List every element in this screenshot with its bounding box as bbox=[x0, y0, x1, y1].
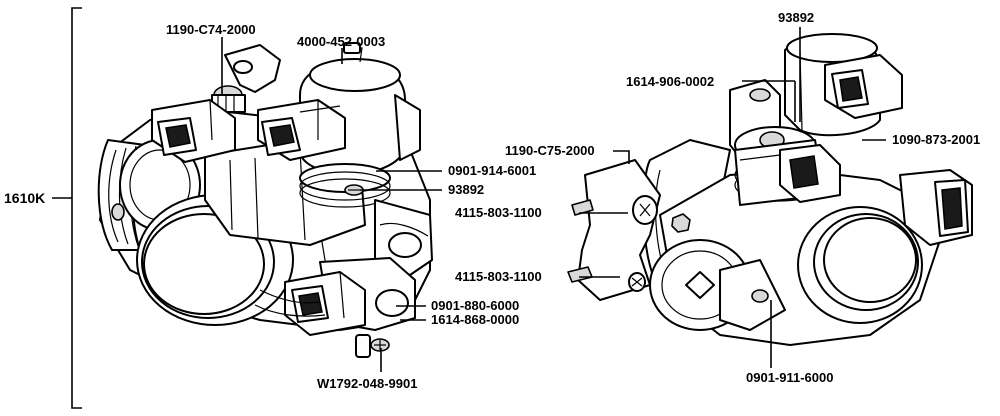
callout-4115-803-1100-a: 4115-803-1100 bbox=[455, 205, 542, 220]
callout-labels-left: 1190-C74-2000 4000-452-0003 0901-914-600… bbox=[166, 22, 536, 391]
left-throttle-body-illustration bbox=[97, 42, 433, 358]
mid-connector-illustration bbox=[779, 144, 841, 203]
leader-c11 bbox=[613, 150, 630, 164]
side-connector-illustration bbox=[899, 169, 973, 246]
assembly-part-number: 1610K bbox=[4, 190, 45, 206]
callout-4115-803-1100-b: 4115-803-1100 bbox=[455, 269, 542, 284]
callout-93892-right: 93892 bbox=[778, 10, 814, 25]
top-bracket-illustration bbox=[211, 44, 281, 113]
callout-4000-452-0003: 4000-452-0003 bbox=[297, 34, 385, 49]
callout-1614-906-0002: 1614-906-0002 bbox=[626, 74, 714, 89]
callout-1090-873-2001: 1090-873-2001 bbox=[892, 132, 980, 147]
right-throttle-body-illustration bbox=[567, 33, 973, 346]
callout-0901-914-6001: 0901-914-6001 bbox=[448, 163, 536, 178]
callout-0901-911-6000: 0901-911-6000 bbox=[746, 370, 833, 385]
callout-1190-c75-2000: 1190-C75-2000 bbox=[505, 143, 595, 158]
callout-0901-880-6000: 0901-880-6000 bbox=[431, 298, 519, 313]
callout-labels-right: 93892 1614-906-0002 1090-873-2001 1190-C… bbox=[455, 10, 980, 385]
callout-1190-c74-2000: 1190-C74-2000 bbox=[166, 22, 256, 37]
callout-93892-left: 93892 bbox=[448, 182, 484, 197]
callout-1614-868-0000: 1614-868-0000 bbox=[431, 312, 519, 327]
callout-w1792-048-9901: W1792-048-9901 bbox=[317, 376, 417, 391]
leader-lines bbox=[221, 27, 886, 372]
idle-motor-connector-illustration bbox=[257, 99, 346, 161]
assembly-bracket bbox=[52, 7, 82, 409]
bottom-sensor-housing-illustration bbox=[284, 257, 416, 336]
throttle-bracket-plate-illustration bbox=[567, 159, 661, 301]
left-sensor-connector-illustration bbox=[151, 99, 236, 163]
actuator-connector-illustration bbox=[824, 54, 903, 119]
bottom-screw-illustration bbox=[355, 334, 390, 358]
